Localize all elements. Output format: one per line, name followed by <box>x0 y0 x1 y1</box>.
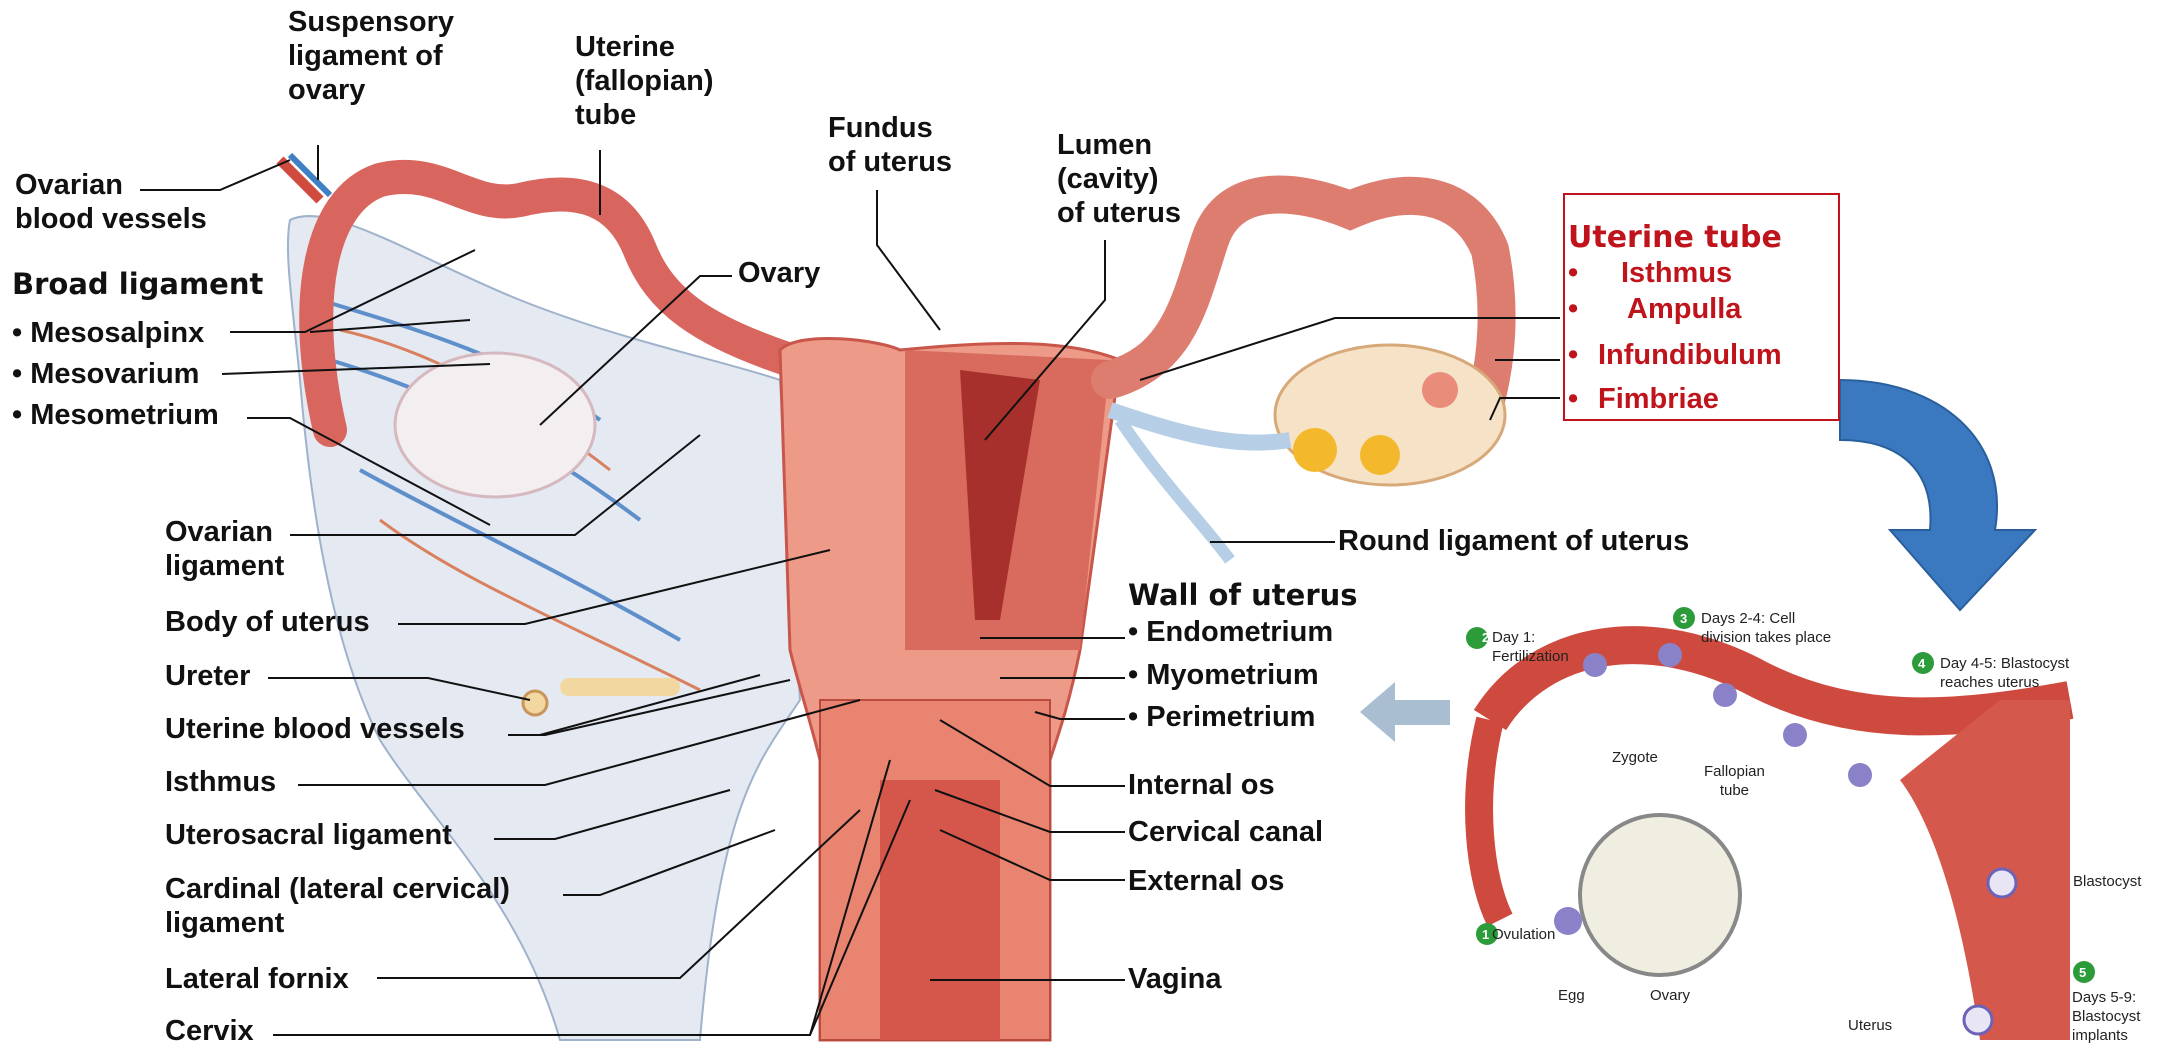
inset-ovary: Ovary <box>1650 986 1690 1005</box>
label-uterine-vessels: Uterine blood vessels <box>165 712 465 746</box>
inset-cell <box>1848 763 1872 787</box>
inset-cell <box>1583 653 1607 677</box>
label-vagina: Vagina <box>1128 962 1222 996</box>
inset-blastocyst <box>1964 1006 1992 1034</box>
left-ovary-shape <box>395 353 595 497</box>
bullet: • <box>1568 293 1578 326</box>
label-internal-os: Internal os <box>1128 768 1275 802</box>
inset-cell <box>1713 683 1737 707</box>
label-round-ligament: Round ligament of uterus <box>1338 524 1689 558</box>
label-uterosacral: Uterosacral ligament <box>165 818 452 852</box>
inset-uterus: Uterus <box>1848 1016 1892 1035</box>
inset-zygote: Zygote <box>1612 748 1658 767</box>
step-3-number: 3 <box>1680 609 1700 628</box>
label-mesosalpinx: • Mesosalpinx <box>12 316 204 350</box>
uterine-tube-item-ampulla: Ampulla <box>1627 293 1741 326</box>
right-ovary-follicle <box>1360 435 1400 475</box>
label-suspensory-ligament: Suspensory ligament of ovary <box>288 5 454 107</box>
label-cardinal: Cardinal (lateral cervical) ligament <box>165 872 510 940</box>
right-ovary-follicle <box>1422 372 1458 408</box>
uterine-tube-box-title: Uterine tube <box>1568 220 1782 255</box>
label-ovary: Ovary <box>738 256 820 290</box>
inset-day45: Day 4-5: Blastocyst reaches uterus <box>1940 654 2069 692</box>
step-5-number: 5 <box>2079 963 2099 982</box>
label-lateral-fornix: Lateral fornix <box>165 962 349 996</box>
inset-fallopian: Fallopian tube <box>1704 762 1765 800</box>
gray-arrow <box>1360 682 1450 742</box>
label-mesometrium: • Mesometrium <box>12 398 219 432</box>
label-body-of-uterus: Body of uterus <box>165 605 370 639</box>
curved-arrow <box>1840 380 2035 610</box>
label-wall-of-uterus: Wall of uterus <box>1128 578 1358 612</box>
inset-day1: Day 1: Fertilization <box>1492 628 1569 666</box>
label-fundus: Fundus of uterus <box>828 111 952 179</box>
step-4-number: 4 <box>1918 654 1938 673</box>
label-broad-ligament: Broad ligament <box>12 267 263 301</box>
label-cervical-canal: Cervical canal <box>1128 815 1323 849</box>
inset-egg: Egg <box>1558 986 1585 1005</box>
vagina-canal <box>880 780 1000 1040</box>
inset-uterus <box>1900 700 2070 1040</box>
label-ovarian-vessels: Ovarian blood vessels <box>15 168 207 236</box>
inset-ovary <box>1580 815 1740 975</box>
uterine-tube-item-infundibulum: Infundibulum <box>1598 339 1782 372</box>
inset-day24: Days 2-4: Cell division takes place <box>1701 609 1831 647</box>
label-perimetrium: • Perimetrium <box>1128 700 1315 734</box>
label-external-os: External os <box>1128 864 1284 898</box>
uterine-tube-item-fimbriae: Fimbriae <box>1598 383 1719 416</box>
uterine-tube-item-isthmus: Isthmus <box>1621 257 1732 290</box>
inset-blastocyst: Blastocyst <box>2073 872 2141 891</box>
label-mesovarium: • Mesovarium <box>12 357 199 391</box>
label-isthmus: Isthmus <box>165 765 276 799</box>
label-cervix: Cervix <box>165 1014 254 1048</box>
label-ovarian-ligament: Ovarian ligament <box>165 515 284 583</box>
bullet: • <box>1568 257 1578 290</box>
ureter-tube <box>560 678 680 696</box>
label-myometrium: • Myometrium <box>1128 658 1319 692</box>
inset-day59: Days 5-9: Blastocyst implants <box>2072 988 2140 1045</box>
bullet: • <box>1568 339 1578 372</box>
label-lumen: Lumen (cavity) of uterus <box>1057 128 1181 230</box>
inset-fimbriae <box>1479 720 1500 920</box>
bullet: • <box>1568 383 1578 416</box>
inset-cell <box>1658 643 1682 667</box>
label-uterine-tube: Uterine (fallopian) tube <box>575 30 714 132</box>
right-ovary-follicle <box>1293 428 1337 472</box>
ureter-shape <box>523 691 547 715</box>
label-endometrium: • Endometrium <box>1128 615 1333 649</box>
inset-cell <box>1783 723 1807 747</box>
inset-ovulation: Ovulation <box>1492 925 1555 944</box>
inset-blastocyst <box>1988 869 2016 897</box>
inset-egg <box>1554 907 1582 935</box>
label-ureter: Ureter <box>165 659 250 693</box>
